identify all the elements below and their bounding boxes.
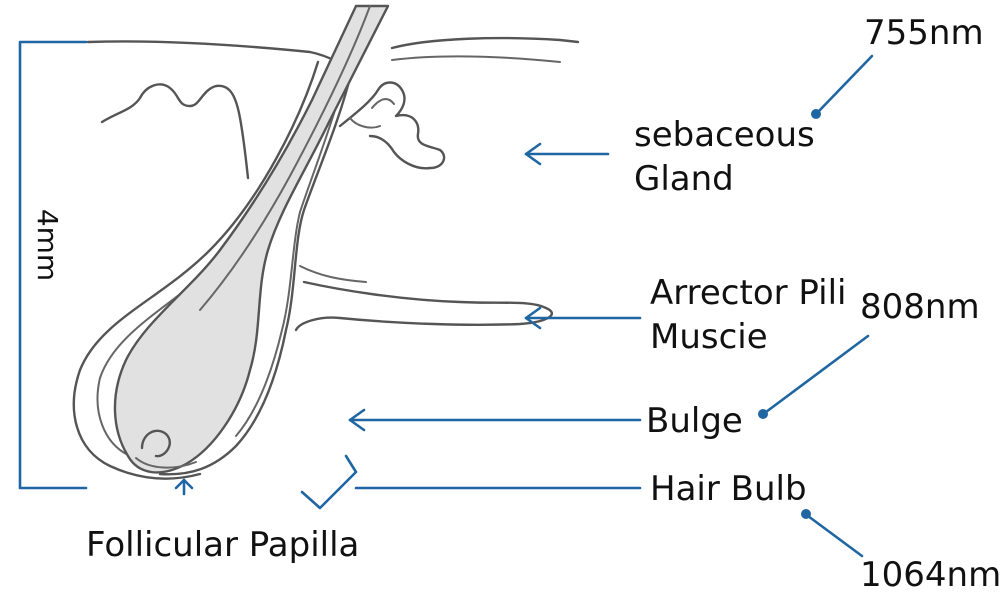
scale-label: 4mm bbox=[31, 209, 64, 281]
papilla-arrow bbox=[176, 480, 192, 494]
wavelength-1064: 1064nm bbox=[860, 555, 1001, 590]
label-sebaceous-line2: Gland bbox=[634, 159, 734, 199]
label-arrector-line1: Arrector Pili bbox=[650, 273, 847, 313]
label-arrector-line2: Muscie bbox=[650, 317, 768, 357]
label-sebaceous-line1: sebaceous bbox=[634, 115, 815, 155]
sebaceous-gland-shape bbox=[340, 83, 444, 169]
dermal-papillae-outline bbox=[102, 84, 248, 178]
label-follicular-papilla: Follicular Papilla bbox=[86, 525, 359, 565]
wavelength-808: 808nm bbox=[860, 287, 980, 327]
label-hair-bulb: Hair Bulb bbox=[650, 469, 807, 509]
bulge-arrow bbox=[350, 410, 640, 430]
leader-1064 bbox=[801, 509, 862, 556]
hair-shaft bbox=[115, 6, 388, 472]
hair-bulb-bracket bbox=[302, 456, 640, 508]
label-bulge: Bulge bbox=[646, 401, 743, 441]
sebaceous-arrow bbox=[526, 144, 608, 164]
wavelength-755: 755nm bbox=[864, 13, 984, 53]
arrector-pili-muscle-shape bbox=[296, 266, 552, 330]
leader-808 bbox=[758, 336, 868, 419]
arrector-arrow bbox=[526, 308, 640, 328]
leader-755 bbox=[811, 56, 872, 119]
